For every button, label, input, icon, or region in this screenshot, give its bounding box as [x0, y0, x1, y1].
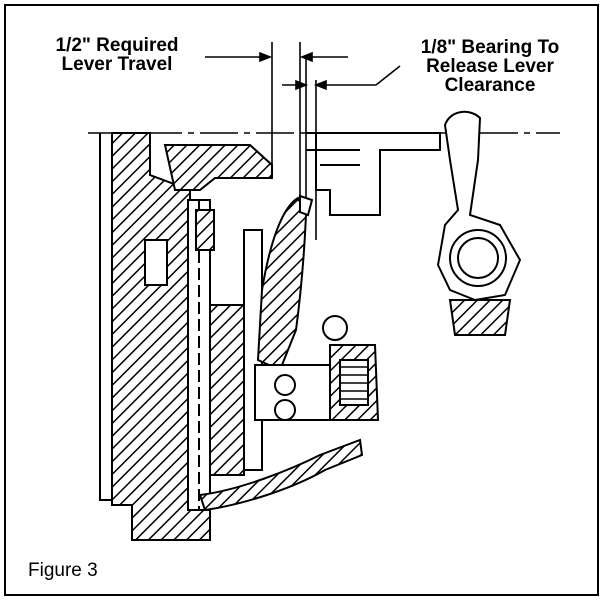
- dimension-lines: [205, 42, 401, 240]
- release-fork: [436, 110, 522, 336]
- bearing-clearance-line-3: Clearance: [444, 75, 536, 96]
- lever-pivot-assembly: [198, 315, 380, 512]
- release-bearing-housing: [306, 132, 441, 216]
- lever-travel-line-1: 1/2" Required: [55, 35, 179, 56]
- lever-travel-callout: 1/2" Required Lever Travel: [32, 36, 202, 74]
- release-lever: [256, 194, 314, 372]
- figure-caption: Figure 3: [28, 560, 98, 581]
- bearing-clearance-line-2: Release Lever: [426, 56, 554, 77]
- lever-travel-line-2: Lever Travel: [61, 54, 173, 75]
- bearing-clearance-line-1: 1/8" Bearing To: [420, 37, 560, 58]
- bearing-clearance-callout: 1/8" Bearing To Release Lever Clearance: [395, 38, 585, 95]
